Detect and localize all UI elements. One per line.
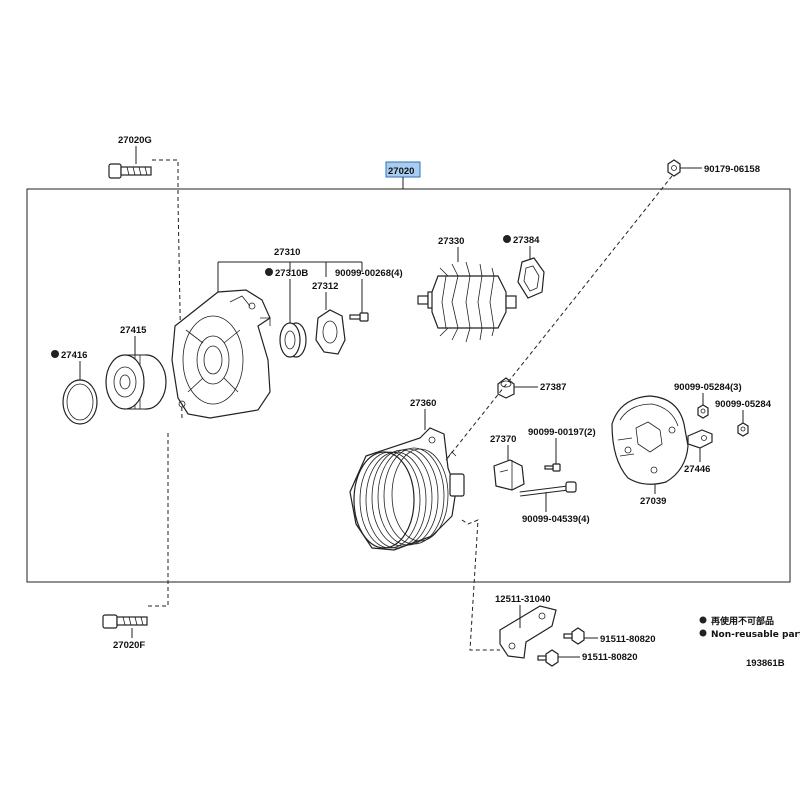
diagram-id: 193861B — [746, 658, 785, 669]
label-91511-80820-upper: 91511-80820 — [600, 634, 655, 645]
pulley-27415[interactable] — [105, 354, 167, 410]
label-90099-00268: 90099-00268(4) — [335, 268, 403, 279]
bolt-90099-04539[interactable] — [519, 481, 577, 497]
bolt-91511-80820-lower[interactable] — [537, 649, 559, 667]
label-90179-06158: 90179-06158 — [704, 164, 760, 175]
drive-end-frame-27310[interactable] — [171, 289, 271, 419]
legend-non-reusable-en: Non-reusable part — [711, 630, 800, 640]
label-27020F: 27020F — [113, 640, 145, 651]
terminal-27446[interactable] — [687, 429, 713, 449]
label-27330: 27330 — [438, 236, 464, 247]
label-27446: 27446 — [684, 464, 710, 475]
label-90099-00197: 90099-00197(2) — [528, 427, 596, 438]
nut-90099-05284-3[interactable] — [697, 404, 709, 419]
label-27310: 27310 — [274, 247, 300, 258]
label-27039: 27039 — [640, 496, 666, 507]
nut-90099-05284[interactable] — [737, 422, 749, 437]
svg-text:27020: 27020 — [388, 166, 414, 177]
label-27415: 27415 — [120, 325, 147, 336]
bolt-27020G[interactable] — [108, 163, 152, 179]
label-27312: 27312 — [312, 281, 338, 292]
label-27310B: 27310B — [275, 268, 308, 279]
seal-ring-27416[interactable] — [62, 379, 98, 425]
rotor-27330[interactable] — [417, 261, 517, 343]
bolt-91511-80820-upper[interactable] — [563, 627, 585, 645]
label-91511-80820-lower: 91511-80820 — [582, 652, 637, 663]
bracket-12511-31040[interactable] — [499, 605, 557, 659]
rear-cover-27039[interactable] — [611, 395, 689, 485]
label-27360: 27360 — [410, 398, 436, 409]
assembly-number-27020[interactable]: 27020 — [385, 161, 421, 178]
assembly-frame — [26, 188, 791, 583]
screw-90099-00268[interactable] — [349, 312, 369, 322]
gasket-27384[interactable] — [517, 257, 545, 299]
label-90099-05284-3: 90099-05284(3) — [674, 382, 742, 393]
label-27370: 27370 — [490, 434, 516, 445]
label-27020G: 27020G — [118, 135, 152, 146]
label-27387: 27387 — [540, 382, 566, 393]
label-90099-04539: 90099-04539(4) — [522, 514, 590, 525]
bolt-27020F[interactable] — [102, 614, 148, 629]
nut-90179-06158[interactable] — [667, 159, 681, 177]
label-12511-31040: 12511-31040 — [495, 594, 550, 605]
legend: 再使用不可部品 Non-reusable part — [699, 615, 800, 640]
retainer-plate-27312[interactable] — [315, 309, 346, 355]
screw-90099-00197[interactable] — [544, 463, 561, 472]
label-27416: 27416 — [61, 350, 87, 361]
bearing-27310B[interactable] — [279, 322, 307, 358]
legend-non-reusable-jp: 再使用不可部品 — [711, 615, 774, 627]
label-90099-05284: 90099-05284 — [715, 399, 772, 410]
regulator-27370[interactable] — [493, 459, 525, 491]
label-27384: 27384 — [513, 235, 540, 246]
stator-housing-27360[interactable] — [349, 427, 465, 551]
bushing-27387[interactable] — [497, 377, 515, 399]
